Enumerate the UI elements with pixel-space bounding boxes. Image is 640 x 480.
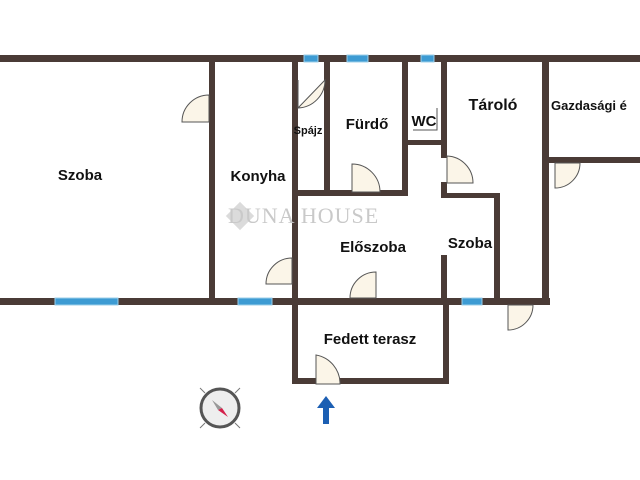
window xyxy=(303,54,319,63)
door xyxy=(181,94,210,123)
windows xyxy=(54,54,483,306)
window xyxy=(461,297,483,306)
window xyxy=(346,54,369,63)
window xyxy=(420,54,435,63)
door xyxy=(446,155,474,184)
room-label-szoba: Szoba xyxy=(57,166,103,184)
door xyxy=(265,257,293,285)
room-label-gazdasagi: Gazdasági é xyxy=(551,97,627,113)
room-label-wc: WC xyxy=(411,112,437,130)
room-label-terasz: Fedett terasz xyxy=(323,330,417,348)
room-label-spajz: Spájz xyxy=(293,124,323,137)
doors xyxy=(181,78,581,385)
room-label-konyha: Konyha xyxy=(230,167,286,185)
door xyxy=(349,271,377,299)
door xyxy=(315,354,341,385)
door xyxy=(507,304,534,331)
room-label-furdo: Fürdő xyxy=(345,115,389,133)
room-label-szoba-2: Szoba xyxy=(447,234,493,252)
room-label-eloszoba: Előszoba xyxy=(340,238,406,256)
walls xyxy=(0,55,640,384)
watermark: DUNA HOUSE xyxy=(228,203,380,228)
door xyxy=(413,108,438,131)
door xyxy=(554,162,581,189)
compass-icon xyxy=(199,387,241,429)
room-label-tarolo: Tároló xyxy=(468,97,518,115)
window xyxy=(54,297,119,306)
window xyxy=(237,297,273,306)
door xyxy=(351,163,381,193)
north-arrow-icon xyxy=(317,396,335,424)
door xyxy=(297,78,326,110)
